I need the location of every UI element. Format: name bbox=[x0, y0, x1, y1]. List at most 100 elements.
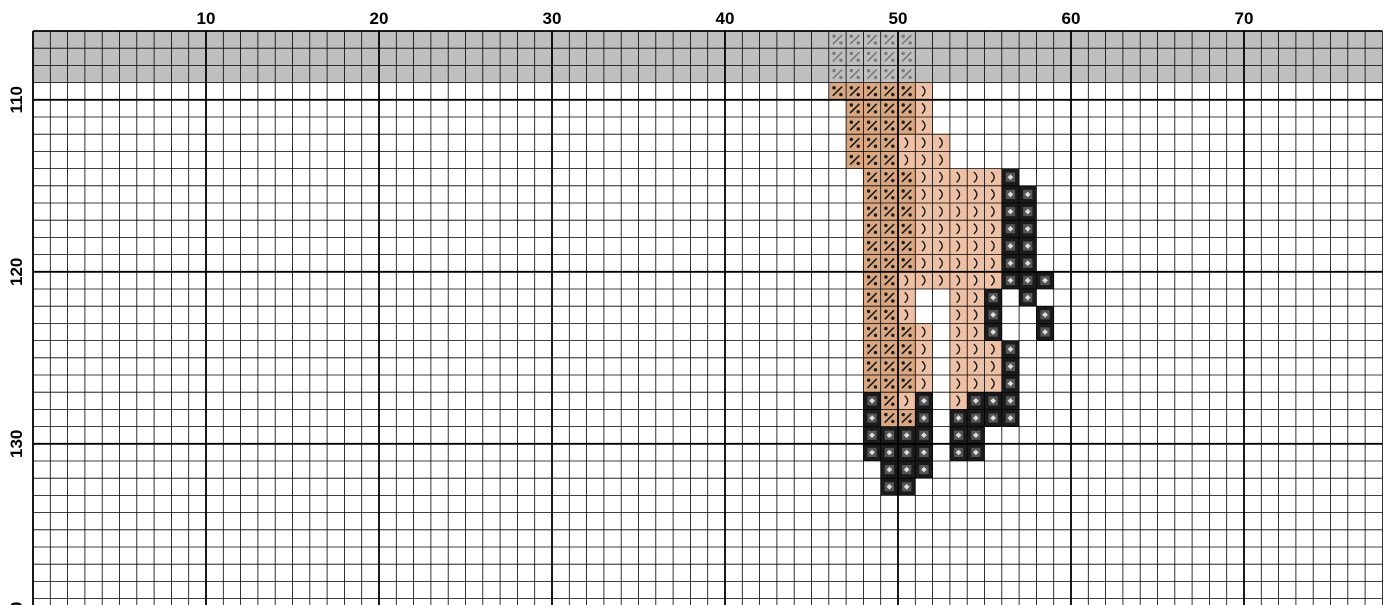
stitch-cell-light_peach-r120-c53 bbox=[933, 255, 950, 272]
stitch-cell-black-r130-c50 bbox=[881, 427, 898, 444]
stitch-cell-light_peach-r120-c52 bbox=[915, 255, 932, 272]
stitch-cell-tan-r110-c49 bbox=[863, 83, 880, 100]
stitch-cell-light_peach-r122-c55 bbox=[967, 289, 984, 306]
stitch-cell-light_peach-r116-c53 bbox=[933, 186, 950, 203]
stitch-cell-tan-r116-c50 bbox=[881, 186, 898, 203]
stitch-cell-light_peach-r119-c55 bbox=[967, 237, 984, 254]
stitch-cell-tan-r120-c50 bbox=[881, 255, 898, 272]
stitch-cell-black-r126-c57 bbox=[1002, 358, 1019, 375]
stitch-cell-light_peach-r113-c53 bbox=[933, 134, 950, 151]
stitch-cell-black-r132-c50 bbox=[881, 461, 898, 478]
stitch-cell-light_peach-r119-c54 bbox=[950, 237, 967, 254]
stitch-cell-light_peach-r124-c52 bbox=[915, 323, 932, 340]
stitch-cell-light_peach-r122-c54 bbox=[950, 289, 967, 306]
stitch-cell-black-r131-c50 bbox=[881, 444, 898, 461]
stitch-cell-light_peach-r127-c56 bbox=[985, 375, 1002, 392]
stitch-cell-tan-r115-c50 bbox=[881, 169, 898, 186]
stitch-cell-light_peach-r125-c55 bbox=[967, 341, 984, 358]
row-label: 110 bbox=[7, 86, 26, 113]
stitch-cell-black-r131-c54 bbox=[950, 444, 967, 461]
stitch-cell-light_peach-r118-c54 bbox=[950, 220, 967, 237]
stitch-cell-black-r124-c56 bbox=[985, 323, 1002, 340]
stitch-cell-light_peach-r118-c53 bbox=[933, 220, 950, 237]
stitch-cell-light_peach-r127-c52 bbox=[915, 375, 932, 392]
stitch-cell-black-r130-c54 bbox=[950, 427, 967, 444]
stitch-cell-light_peach-r114-c53 bbox=[933, 151, 950, 168]
stitch-cell-black-r121-c59 bbox=[1036, 272, 1053, 289]
stitch-cell-tan-r111-c48 bbox=[846, 100, 863, 117]
stitch-cell-light_peach-r124-c55 bbox=[967, 323, 984, 340]
stitch-cell-light_peach-r114-c51 bbox=[898, 151, 915, 168]
stitch-cell-tan-r110-c50 bbox=[881, 83, 898, 100]
stitch-cell-light_peach-r121-c54 bbox=[950, 272, 967, 289]
stitch-cell-tan-r122-c49 bbox=[863, 289, 880, 306]
stitch-cell-black-r130-c55 bbox=[967, 427, 984, 444]
stitch-cell-tan-r118-c51 bbox=[898, 220, 915, 237]
stitch-cell-tan-r121-c49 bbox=[863, 272, 880, 289]
stitch-cell-black-r121-c57 bbox=[1002, 272, 1019, 289]
stitch-cell-light_peach-r123-c55 bbox=[967, 306, 984, 323]
stitch-cell-tan-r110-c51 bbox=[898, 83, 915, 100]
stitch-cell-black-r121-c58 bbox=[1019, 272, 1036, 289]
stitch-cell-light_peach-r128-c51 bbox=[898, 392, 915, 409]
stitch-cell-light_peach-r125-c52 bbox=[915, 341, 932, 358]
stitch-cell-light_peach-r128-c54 bbox=[950, 392, 967, 409]
stitch-cell-black-r130-c51 bbox=[898, 427, 915, 444]
stitch-cell-black-r122-c56 bbox=[985, 289, 1002, 306]
stitch-cell-light_peach-r115-c55 bbox=[967, 169, 984, 186]
stitch-cell-tan-r121-c50 bbox=[881, 272, 898, 289]
stitch-cell-tan-r114-c50 bbox=[881, 151, 898, 168]
row-number-labels: 110120130140 bbox=[7, 86, 26, 605]
stitch-cell-light_peach-r119-c56 bbox=[985, 237, 1002, 254]
stitch-cell-black-r128-c55 bbox=[967, 392, 984, 409]
stitch-cell-tan-r125-c50 bbox=[881, 341, 898, 358]
stitch-cell-black-r130-c52 bbox=[915, 427, 932, 444]
stitch-cell-light_peach-r115-c52 bbox=[915, 169, 932, 186]
stitch-cell-black-r117-c57 bbox=[1002, 203, 1019, 220]
stitch-cell-tan-r115-c51 bbox=[898, 169, 915, 186]
column-label: 20 bbox=[370, 9, 389, 28]
stitch-cell-light_peach-r118-c52 bbox=[915, 220, 932, 237]
stitch-cell-light_peach-r116-c54 bbox=[950, 186, 967, 203]
stitch-cell-tan-r124-c49 bbox=[863, 323, 880, 340]
stitch-cell-tan-r124-c51 bbox=[898, 323, 915, 340]
stitch-cell-light_peach-r116-c55 bbox=[967, 186, 984, 203]
stitch-cell-light_peach-r119-c52 bbox=[915, 237, 932, 254]
stitch-cell-black-r132-c51 bbox=[898, 461, 915, 478]
stitch-cell-tan-r117-c51 bbox=[898, 203, 915, 220]
stitch-cell-tan-r117-c50 bbox=[881, 203, 898, 220]
stitch-cell-tan-r111-c49 bbox=[863, 100, 880, 117]
stitch-cell-tan-r112-c49 bbox=[863, 117, 880, 134]
stitch-cell-light_peach-r127-c54 bbox=[950, 375, 967, 392]
stitch-cell-black-r129-c54 bbox=[950, 409, 967, 426]
stitch-cell-tan-r111-c51 bbox=[898, 100, 915, 117]
column-label: 10 bbox=[197, 9, 216, 28]
stitch-cell-light_peach-r118-c56 bbox=[985, 220, 1002, 237]
column-label: 30 bbox=[543, 9, 562, 28]
stitch-cell-light_peach-r121-c55 bbox=[967, 272, 984, 289]
stitch-cell-black-r133-c51 bbox=[898, 478, 915, 495]
stitch-cell-tan-r123-c49 bbox=[863, 306, 880, 323]
stitch-cell-tan-r118-c50 bbox=[881, 220, 898, 237]
stitch-cell-tan-r112-c48 bbox=[846, 117, 863, 134]
stitch-cell-black-r128-c57 bbox=[1002, 392, 1019, 409]
stitch-cell-black-r116-c57 bbox=[1002, 186, 1019, 203]
stitch-cell-black-r129-c49 bbox=[863, 409, 880, 426]
stitch-cell-tan-r113-c50 bbox=[881, 134, 898, 151]
stitch-cell-tan-r127-c50 bbox=[881, 375, 898, 392]
stitch-cell-black-r131-c55 bbox=[967, 444, 984, 461]
stitch-cell-tan-r126-c49 bbox=[863, 358, 880, 375]
stitch-cell-light_peach-r115-c56 bbox=[985, 169, 1002, 186]
stitch-cell-light_peach-r127-c55 bbox=[967, 375, 984, 392]
stitch-cell-tan-r119-c49 bbox=[863, 237, 880, 254]
stitch-cell-black-r120-c57 bbox=[1002, 255, 1019, 272]
stitch-cell-black-r123-c59 bbox=[1036, 306, 1053, 323]
stitch-cell-light_peach-r117-c54 bbox=[950, 203, 967, 220]
stitch-cell-light_peach-r121-c56 bbox=[985, 272, 1002, 289]
stitch-cell-light_peach-r112-c52 bbox=[915, 117, 932, 134]
stitch-cell-tan-r113-c48 bbox=[846, 134, 863, 151]
grid-lines bbox=[33, 31, 1382, 605]
stitch-cell-tan-r113-c49 bbox=[863, 134, 880, 151]
row-label: 130 bbox=[7, 430, 26, 458]
